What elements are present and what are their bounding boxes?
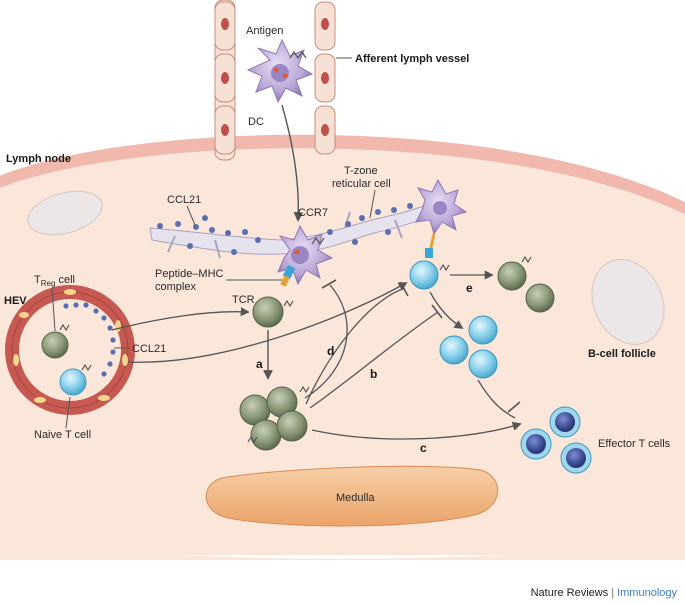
t-zone-reticular-cell (415, 178, 468, 236)
arrow-dc-migration (281, 104, 304, 222)
activated-t-cell-contact (409, 233, 450, 290)
leader-naive (65, 396, 71, 429)
t-cell-tcr (252, 296, 294, 328)
label-tzone-line1: T-zone (344, 165, 378, 177)
leader-ccl21-top (186, 205, 196, 226)
vessel-wall-left (214, 0, 236, 161)
dendritic-cell-afferent (246, 38, 314, 104)
label-treg: TReg cell (34, 274, 75, 288)
hev-vessel (5, 285, 135, 415)
b-cell-follicle (591, 259, 665, 345)
label-hev: HEV (4, 295, 27, 307)
leader-tzone (369, 189, 376, 219)
lymph-node-lower-edge (0, 541, 685, 560)
step-a-label: a (256, 357, 263, 371)
arrow-c (311, 421, 522, 440)
credit-publisher: Nature Reviews (530, 587, 609, 599)
label-ccr7: CCR7 (298, 207, 328, 219)
label-lymph-node: Lymph node (6, 153, 71, 165)
label-ccl21-top: CCL21 (167, 194, 201, 206)
figure-credit: Nature Reviews|Immunology (531, 587, 677, 599)
step-b-label: b (370, 367, 377, 381)
lymph-node-interior (0, 148, 685, 605)
label-peptide-mhc-line2: complex (155, 281, 196, 293)
arrow-blue-to-effector (477, 379, 516, 419)
label-medulla: Medulla (336, 492, 375, 504)
afferent-lymph-vessel (214, 0, 336, 161)
leader-treg (51, 287, 56, 332)
proliferating-t-cell-cluster (239, 385, 310, 451)
arrow-to-activation (305, 287, 406, 405)
label-b-cell-follicle: B-cell follicle (588, 348, 656, 360)
vessel-wall-right (314, 1, 336, 155)
step-d-label: d (327, 344, 334, 358)
activated-t-cells (439, 315, 498, 379)
bottom-white-area (0, 555, 685, 605)
label-ccl21-hev: CCL21 (132, 343, 166, 355)
label-tcr: TCR (232, 294, 255, 306)
credit-journal: Immunology (617, 587, 677, 599)
label-effector-t-cells: Effector T cells (598, 438, 671, 450)
node-region-left (27, 190, 103, 236)
arrow-hev-to-tcr (111, 307, 250, 331)
step-e-label: e (466, 281, 473, 295)
medulla-region (205, 465, 498, 527)
label-naive-t-cell: Naive T cell (34, 429, 91, 441)
step-c-label: c (420, 441, 427, 455)
label-tzone-line2: reticular cell (332, 178, 391, 190)
arrow-to-blue-cells (429, 291, 464, 330)
label-dc: DC (248, 116, 264, 128)
label-afferent-vessel: Afferent lymph vessel (355, 53, 469, 65)
arrow-hev-to-activation (127, 282, 408, 363)
t-zone-reticular-network (149, 199, 446, 259)
dendritic-cell-node (277, 224, 334, 287)
treg-suppressed-cells (497, 255, 555, 313)
arrow-d (304, 284, 348, 399)
arrow-b (309, 311, 439, 409)
label-peptide-mhc-line1: Peptide–MHC (155, 268, 224, 280)
effector-t-cells (520, 406, 592, 474)
label-antigen: Antigen (246, 25, 283, 37)
credit-separator: | (611, 587, 615, 599)
